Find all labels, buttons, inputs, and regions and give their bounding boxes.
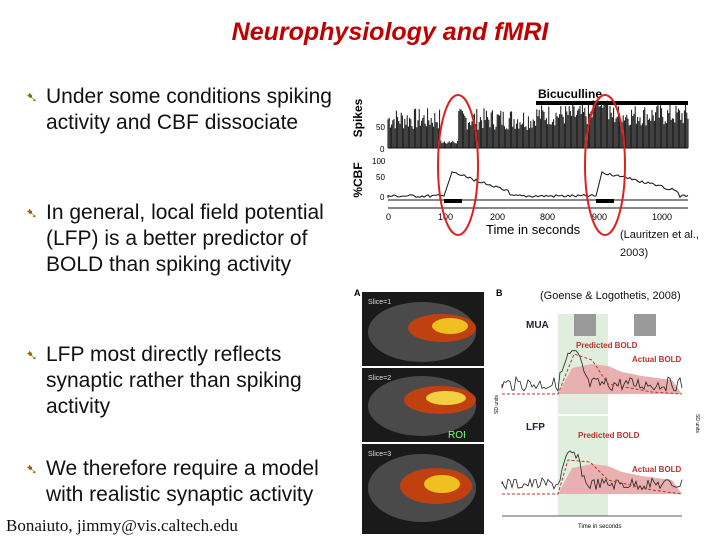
x-tick: 900 <box>592 212 607 222</box>
bullet-arrow-icon: ➷ <box>26 461 38 477</box>
tick-cbf-100: 100 <box>372 157 386 166</box>
lfp-label: LFP <box>526 422 545 433</box>
predicted-bold-lfp <box>502 459 683 495</box>
panel-b-y-right: SD units <box>694 414 700 433</box>
bullet-1: ➷ Under some conditions spiking activity… <box>26 84 346 136</box>
bullet-arrow-icon: ➷ <box>26 89 38 105</box>
tick-spikes-50: 50 <box>376 123 385 132</box>
actual-bold-label: Actual BOLD <box>632 355 682 364</box>
highlight-circle <box>437 94 479 236</box>
bullet-arrow-icon: ➷ <box>26 347 38 363</box>
roi-label: ROI <box>448 430 466 441</box>
y-label-cbf: %CBF <box>351 162 365 197</box>
y-label-spikes: Spikes <box>351 98 365 137</box>
bullet-arrow-icon: ➷ <box>26 205 38 221</box>
goense-figure: A B Slice=1 Slice=2 ROI Slice=3 MUA Pred… <box>354 288 700 534</box>
tick-spikes-0: 0 <box>380 145 385 154</box>
x-tick: 0 <box>386 212 391 222</box>
drug-bar <box>536 101 688 105</box>
cbf-trace <box>387 170 689 199</box>
predicted-bold-label: Predicted BOLD <box>578 431 640 440</box>
x-tick: 800 <box>540 212 555 222</box>
drug-label: Bicuculline <box>538 87 602 101</box>
stimulus-mark <box>596 199 614 203</box>
bullet-3: ➷ LFP most directly reflects synaptic ra… <box>26 342 346 420</box>
tick-cbf-50: 50 <box>376 173 385 182</box>
panel-b-y-left: SD units <box>494 395 500 414</box>
bullet-text: Under some conditions spiking activity a… <box>46 85 332 134</box>
bullet-2: ➷ In general, local field potential (LFP… <box>26 200 346 278</box>
panel-a-label: A <box>354 288 361 298</box>
bullet-text: LFP most directly reflects synaptic rath… <box>46 343 302 418</box>
bullet-text: We therefore require a model with realis… <box>46 457 319 506</box>
slice-label: Slice=1 <box>368 299 391 306</box>
panel-b-x-label: Time in seconds <box>578 524 621 530</box>
bullet-4: ➷ We therefore require a model with real… <box>26 456 346 508</box>
highlight-circle <box>584 94 626 236</box>
predicted-bold-label: Predicted BOLD <box>576 341 638 350</box>
mua-label: MUA <box>526 320 549 331</box>
bullet-text: In general, local field potential (LFP) … <box>46 201 324 276</box>
predicted-bold-mua <box>502 353 683 395</box>
stimulus-mark <box>444 199 462 203</box>
brain-slice-3: Slice=3 <box>362 444 484 534</box>
panel-b-label: B <box>496 288 503 298</box>
tick-cbf-0: 0 <box>380 193 385 202</box>
lfp-trace <box>501 450 683 491</box>
slice-label: Slice=2 <box>368 375 391 382</box>
spikes-cbf-figure: Spikes %CBF 50 0 100 50 0 Bicuculline 0 … <box>351 87 689 237</box>
citation-goense: (Goense & Logothetis, 2008) <box>540 290 681 302</box>
x-tick: 200 <box>490 212 505 222</box>
brain-slice-1: Slice=1 <box>362 292 484 366</box>
slide-title: Neurophysiology and fMRI <box>231 18 549 46</box>
brain-slice-2: Slice=2 ROI <box>362 368 484 442</box>
slice-label: Slice=3 <box>368 451 391 458</box>
spikes-trace <box>387 98 689 148</box>
x-tick: 1000 <box>652 212 672 222</box>
mua-plot: MUA Predicted BOLD Actual BOLD <box>501 314 683 414</box>
x-axis-label: Time in seconds <box>486 222 581 237</box>
mua-trace <box>501 350 683 393</box>
lfp-plot: LFP Predicted BOLD Actual BOLD <box>501 416 683 516</box>
citation-lauritzen: (Lauritzen et al., 2003) <box>620 229 699 259</box>
actual-bold-label: Actual BOLD <box>632 465 682 474</box>
footer-author: Bonaiuto, jimmy@vis.caltech.edu <box>6 516 238 535</box>
